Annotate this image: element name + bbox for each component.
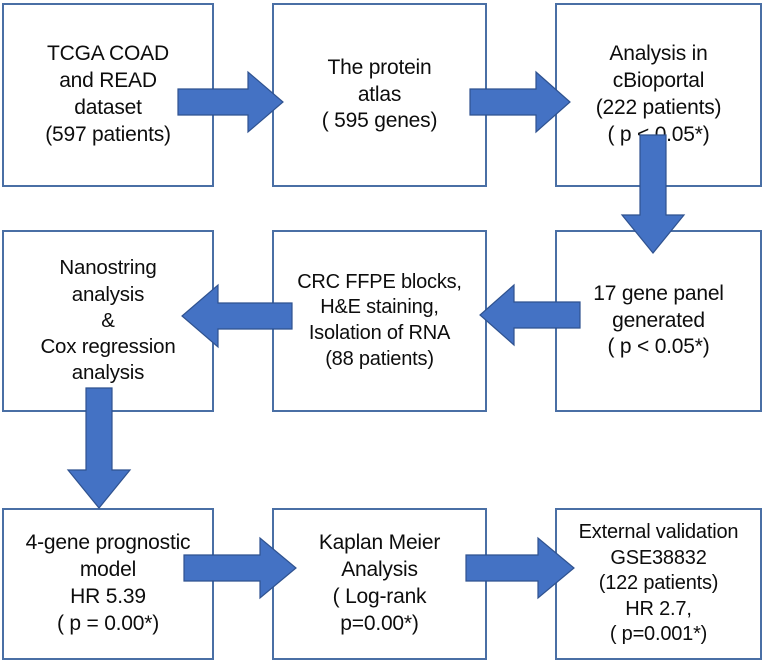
arrow-down-icon-nanostring-to-model xyxy=(66,387,132,509)
kaplan-meier-node: Kaplan Meier Analysis ( Log-rank p=0.00*… xyxy=(272,508,487,660)
gene-panel-label: 17 gene panel generated ( p < 0.05*) xyxy=(593,281,724,359)
gene-panel-node: 17 gene panel generated ( p < 0.05*) xyxy=(555,230,762,412)
arrow-left-icon-panel-to-crc xyxy=(479,283,581,347)
crc-ffpe-rna-label: CRC FFPE blocks, H&E staining, Isolation… xyxy=(297,270,462,370)
cbioportal-analysis-label: Analysis in cBioportal (222 patients) ( … xyxy=(595,42,722,146)
arrow-right-icon-kaplan-meier-to-external-validation xyxy=(465,536,575,600)
arrow-right-icon-tcga-to-atlas xyxy=(177,70,284,134)
tcga-dataset-label: TCGA COAD and READ dataset (597 patients… xyxy=(45,42,171,146)
prognostic-model-node: 4-gene prognostic model HR 5.39 ( p = 0.… xyxy=(2,508,214,660)
arrow-right-icon-atlas-to-cbioportal xyxy=(469,70,571,134)
arrow-down-icon-cbioportal-to-panel xyxy=(620,134,686,254)
arrow-left-icon-crc-to-nanostring xyxy=(181,283,293,349)
external-validation-label: External validation GSE38832 (122 patien… xyxy=(578,521,739,646)
arrow-right-icon-model-to-kaplan-meier xyxy=(183,536,297,600)
prognostic-model-label: 4-gene prognostic model HR 5.39 ( p = 0.… xyxy=(25,531,191,635)
crc-ffpe-rna-node: CRC FFPE blocks, H&E staining, Isolation… xyxy=(272,230,487,412)
cbioportal-analysis-node: Analysis in cBioportal (222 patients) ( … xyxy=(555,3,762,187)
nanostring-cox-node: Nanostring analysis & Cox regression ana… xyxy=(2,230,214,412)
protein-atlas-label: The protein atlas ( 595 genes) xyxy=(321,55,438,133)
kaplan-meier-label: Kaplan Meier Analysis ( Log-rank p=0.00*… xyxy=(318,531,441,635)
external-validation-node: External validation GSE38832 (122 patien… xyxy=(555,508,762,660)
protein-atlas-node: The protein atlas ( 595 genes) xyxy=(272,3,487,187)
nanostring-cox-label: Nanostring analysis & Cox regression ana… xyxy=(40,256,176,385)
